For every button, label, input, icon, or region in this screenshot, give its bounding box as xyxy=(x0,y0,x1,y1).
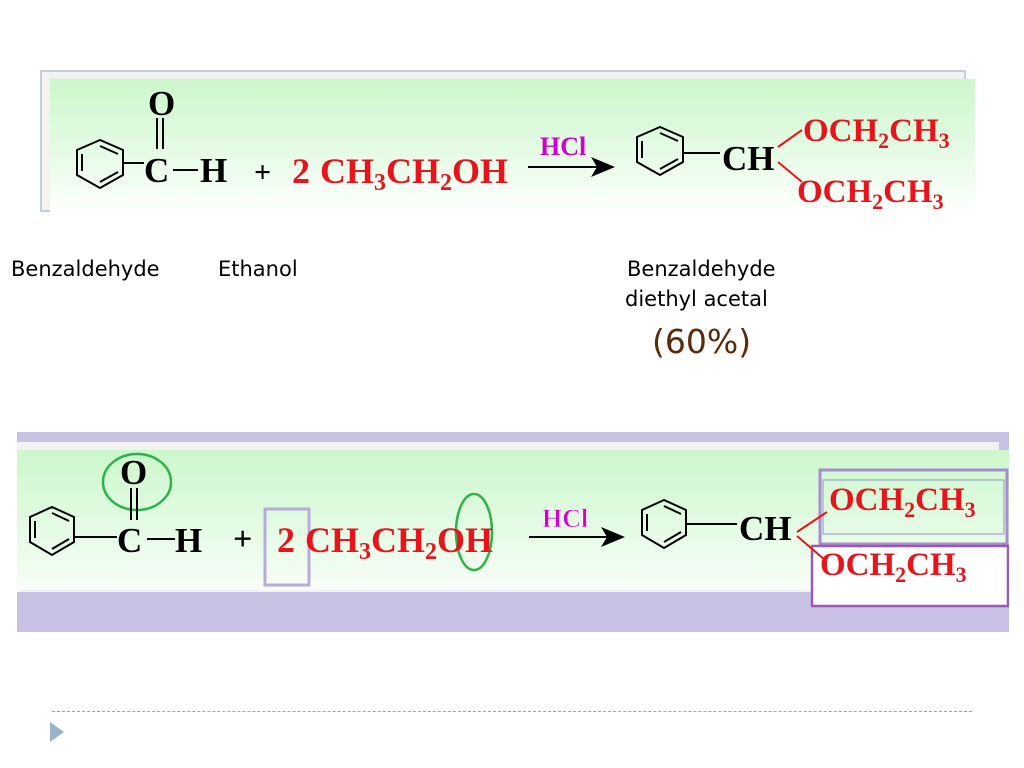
benzene-ring-icon xyxy=(29,505,75,557)
product-name-line1: Benzaldehyde xyxy=(627,257,776,281)
plus-sign: + xyxy=(233,521,252,558)
aldehyde-hydrogen: H xyxy=(200,151,227,190)
ethoxy-highlight-box-lower xyxy=(810,544,1009,608)
aldehyde-oxygen: O xyxy=(148,84,175,123)
benzaldehyde-label: Benzaldehyde xyxy=(11,257,160,281)
catalyst-label: HCl xyxy=(542,504,588,533)
aldehyde-carbon: C xyxy=(117,521,142,560)
benzene-ring-icon xyxy=(76,138,124,190)
product-benzene-ring-icon xyxy=(641,498,687,550)
ethoxy-group-upper: OCH2CH3 xyxy=(829,482,976,522)
footer-divider xyxy=(52,711,972,712)
hydroxyl-oxygen-highlight xyxy=(454,492,494,572)
ethanol-label: Ethanol xyxy=(218,257,298,281)
product-ch: CH xyxy=(739,509,792,548)
coefficient-highlight-box xyxy=(263,507,311,587)
ethoxy-group-lower: OCH2CH3 xyxy=(797,174,944,214)
product-benzene-ring-icon xyxy=(636,125,684,177)
ethoxy-group-lower: OCH2CH3 xyxy=(820,547,967,587)
aldehyde-oxygen: O xyxy=(120,453,147,492)
plus-sign: + xyxy=(254,156,271,189)
yield-label: (60%) xyxy=(652,322,752,361)
play-arrow-icon xyxy=(50,722,64,742)
ethoxy-group-upper: OCH2CH3 xyxy=(803,113,950,153)
ethoxy-highlight-box-upper xyxy=(818,468,1009,546)
product-name-line2: diethyl acetal xyxy=(625,287,768,311)
product-ch: CH xyxy=(722,139,775,178)
aldehyde-carbon: C xyxy=(144,151,169,190)
aldehyde-hydrogen: H xyxy=(175,521,202,560)
catalyst-label: HCl xyxy=(540,132,586,161)
